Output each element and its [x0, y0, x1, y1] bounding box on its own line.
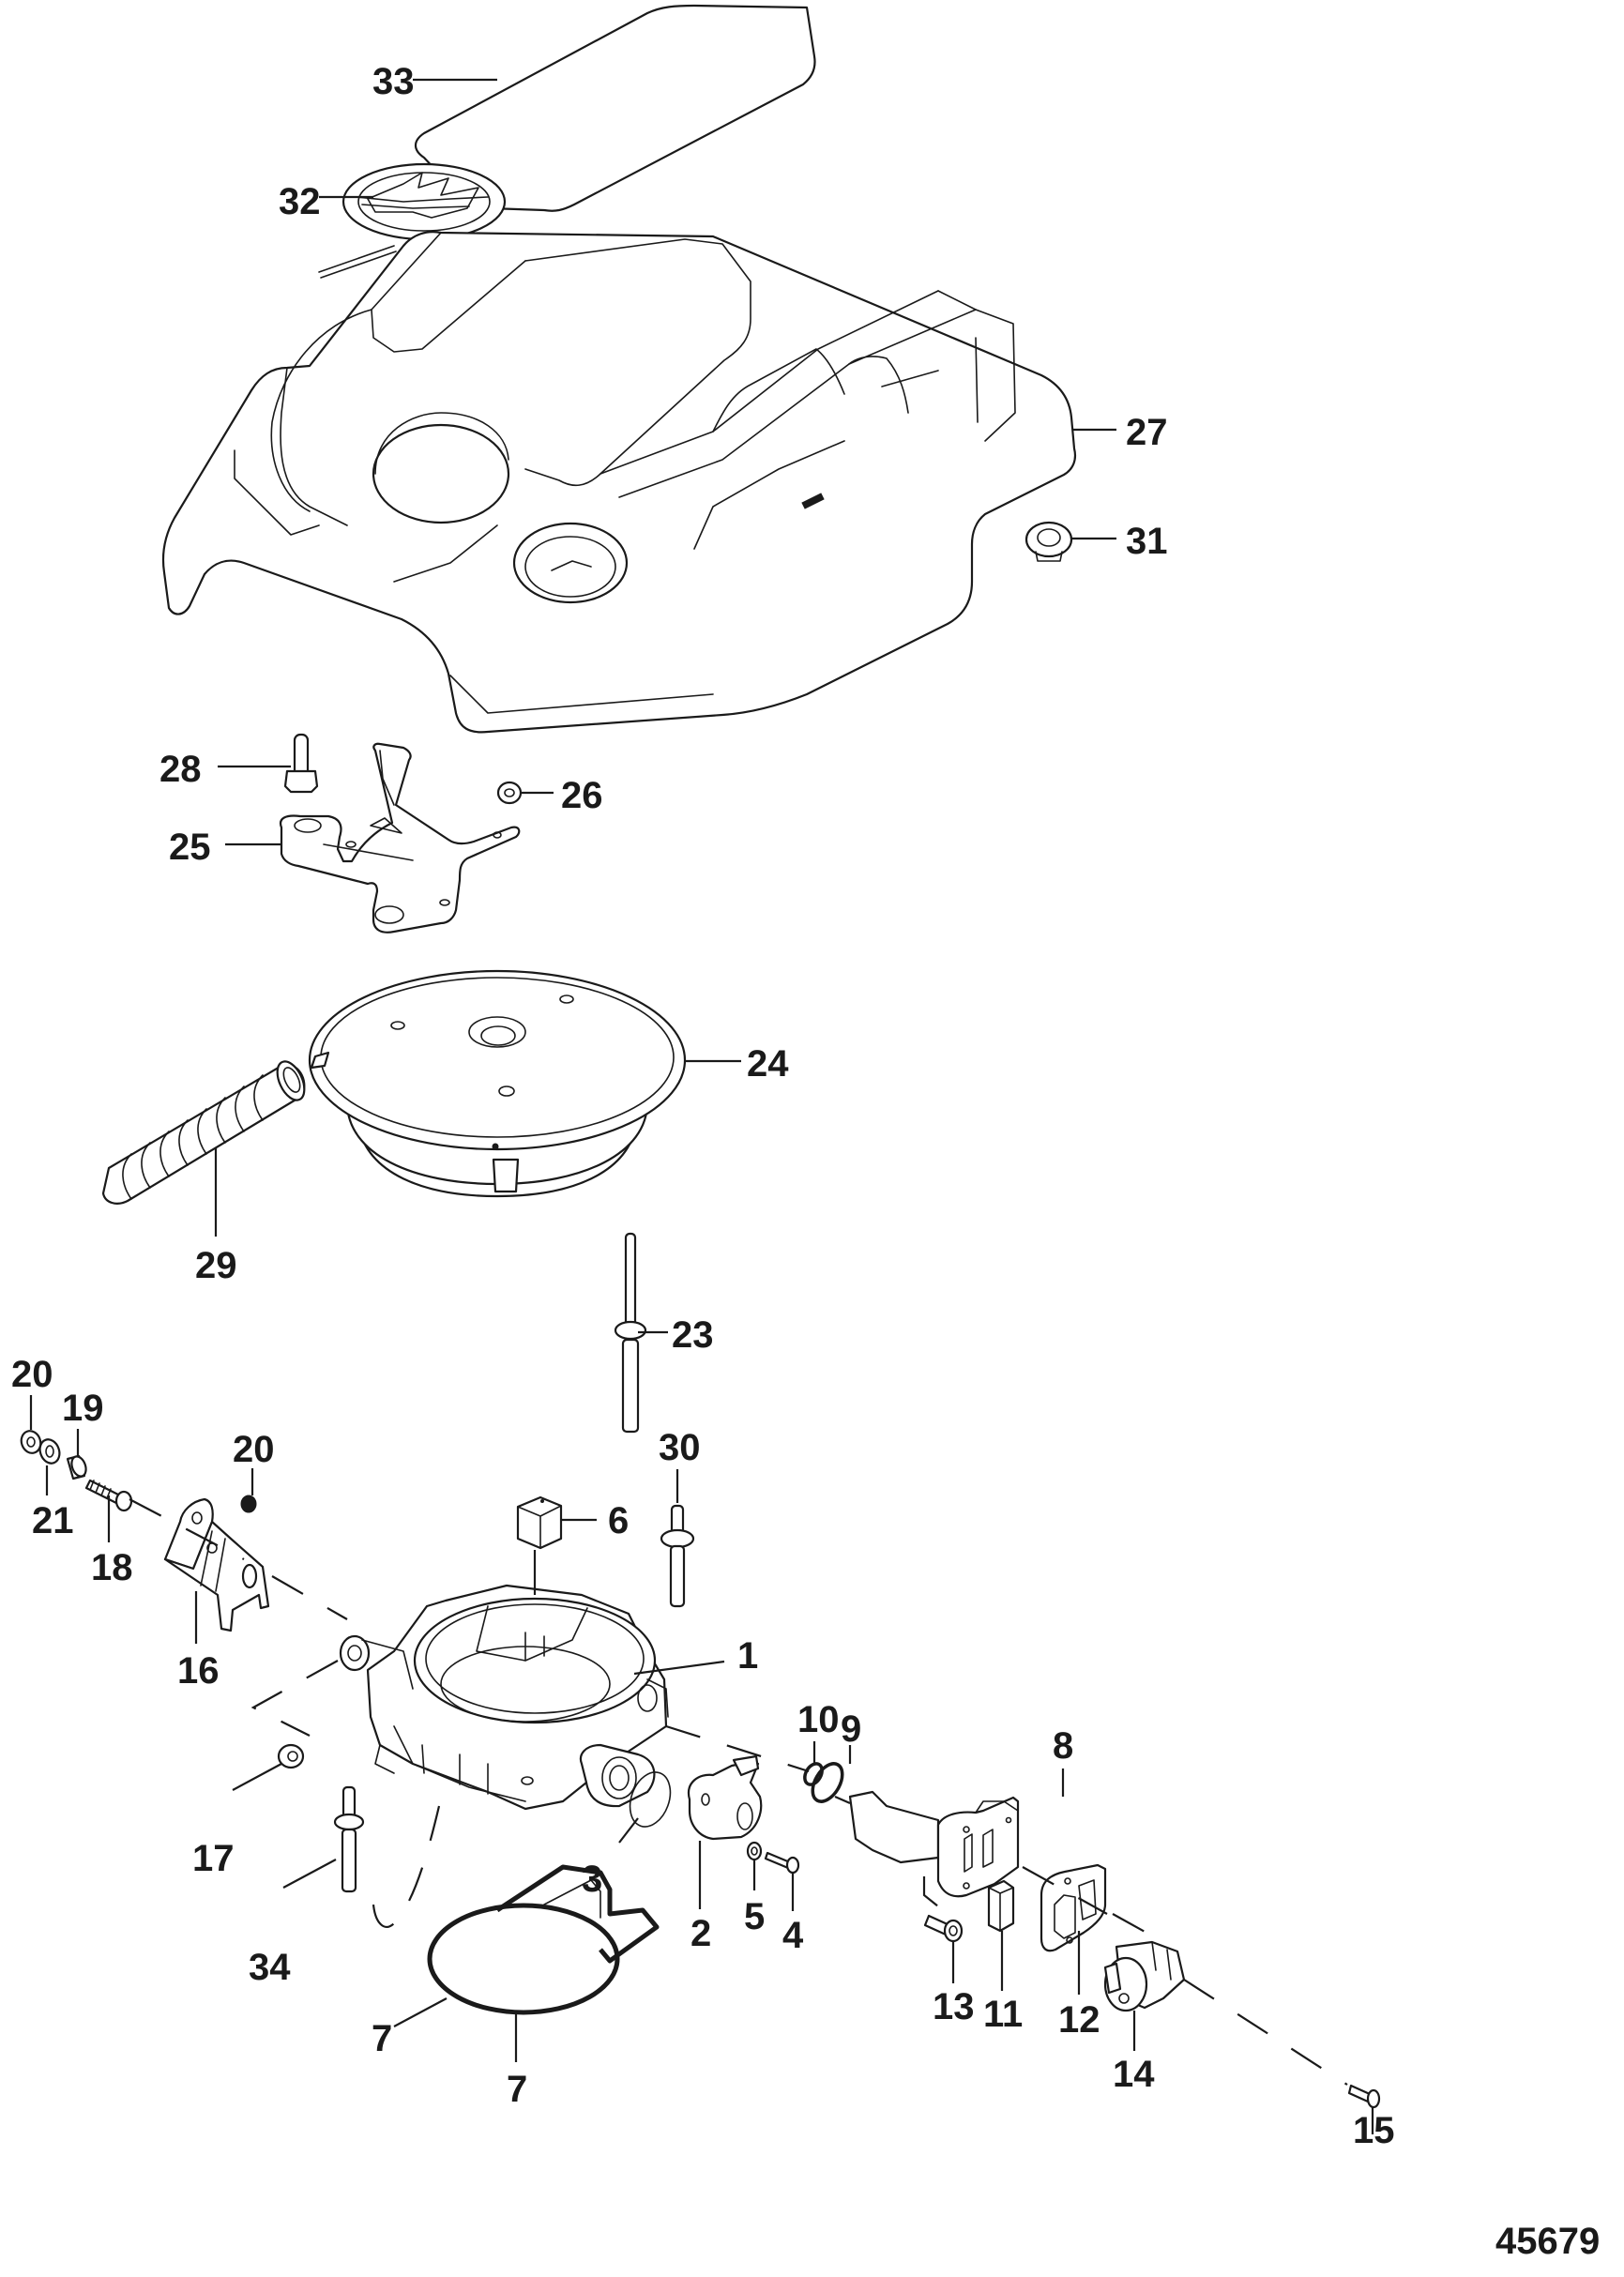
callout-7-bottom: 7 — [507, 2069, 527, 2110]
callout-26: 26 — [561, 775, 603, 816]
callout-7-left: 7 — [372, 2018, 392, 2059]
part-29-hose[interactable] — [101, 1057, 310, 1205]
callout-25: 25 — [169, 827, 211, 868]
part-12-gasket[interactable] — [1040, 1863, 1107, 1952]
part-7-gasket[interactable] — [427, 1864, 660, 2015]
part-5-washer[interactable] — [746, 1841, 763, 1861]
part-26-nut[interactable] — [496, 781, 523, 805]
callout-17: 17 — [192, 1838, 235, 1879]
part-4-screw[interactable] — [764, 1851, 800, 1875]
part-18-stud[interactable] — [84, 1479, 133, 1512]
callout-1: 1 — [737, 1635, 758, 1677]
callout-5: 5 — [744, 1896, 765, 1937]
callout-9: 9 — [841, 1708, 861, 1750]
part-16-bracket[interactable] — [163, 1497, 270, 1632]
part-17-nut[interactable] — [277, 1743, 305, 1769]
part-15-screw[interactable] — [1347, 2084, 1381, 2109]
part-20-nut-left[interactable] — [18, 1428, 43, 1455]
part-31-grommet[interactable] — [1024, 521, 1073, 562]
callout-24: 24 — [747, 1043, 789, 1085]
part-2-throttle-position-sensor[interactable] — [687, 1754, 763, 1841]
part-11-foam-block[interactable] — [987, 1879, 1015, 1933]
part-32-logo-emblem[interactable] — [341, 162, 507, 241]
callout-2: 2 — [691, 1913, 711, 1954]
callout-30: 30 — [659, 1427, 701, 1468]
callout-32: 32 — [279, 181, 321, 222]
part-13-screw[interactable] — [923, 1914, 964, 1943]
part-3-o-ring[interactable] — [623, 1767, 677, 1832]
callout-4: 4 — [782, 1915, 804, 1956]
part-19-spacer[interactable] — [66, 1454, 88, 1480]
callout-11: 11 — [983, 1994, 1023, 2035]
part-1-throttle-body[interactable] — [339, 1584, 669, 1811]
callout-3: 3 — [582, 1859, 602, 1900]
part-14-iac-motor[interactable] — [1103, 1940, 1186, 2012]
callout-20-left: 20 — [11, 1354, 53, 1395]
callout-21: 21 — [32, 1500, 74, 1541]
part-30-stud[interactable] — [660, 1504, 695, 1608]
part-23-stud[interactable] — [614, 1232, 647, 1434]
callout-19: 19 — [62, 1388, 104, 1429]
part-25-bracket[interactable] — [279, 742, 521, 934]
callout-31: 31 — [1126, 521, 1168, 562]
part-6-foam-block[interactable] — [516, 1495, 563, 1550]
callout-8: 8 — [1053, 1725, 1073, 1767]
callout-23: 23 — [672, 1314, 714, 1356]
callout-labels: 33 32 27 31 28 26 25 24 29 23 20 19 21 1… — [11, 61, 1395, 2151]
callout-10: 10 — [797, 1699, 840, 1740]
part-20-nut-right[interactable] — [240, 1495, 257, 1513]
part-27-engine-cover[interactable] — [161, 231, 1077, 734]
callout-34: 34 — [249, 1947, 291, 1988]
leader-lines — [29, 78, 1374, 2134]
callout-16: 16 — [177, 1650, 220, 1692]
part-28-bolt[interactable] — [283, 733, 319, 794]
callout-13: 13 — [933, 1986, 975, 2027]
callout-27: 27 — [1126, 412, 1168, 453]
assembly-lines — [129, 1498, 1348, 2086]
callout-33: 33 — [372, 61, 415, 102]
callout-6: 6 — [608, 1500, 629, 1541]
callout-15: 15 — [1353, 2110, 1395, 2151]
part-21-washer[interactable] — [37, 1436, 63, 1465]
part-34-stud[interactable] — [333, 1785, 365, 1893]
callout-12: 12 — [1058, 1999, 1100, 2041]
part-8-iac-housing[interactable] — [848, 1790, 1020, 1898]
callout-18: 18 — [91, 1547, 133, 1588]
callout-29: 29 — [195, 1245, 237, 1286]
part-9-o-ring[interactable] — [807, 1758, 849, 1806]
part-24-flame-arrestor[interactable] — [308, 969, 687, 1198]
figure-number: 45679 — [1495, 2221, 1600, 2262]
callout-14: 14 — [1113, 2054, 1155, 2095]
callout-20-right: 20 — [233, 1429, 275, 1470]
callout-28: 28 — [159, 749, 202, 790]
